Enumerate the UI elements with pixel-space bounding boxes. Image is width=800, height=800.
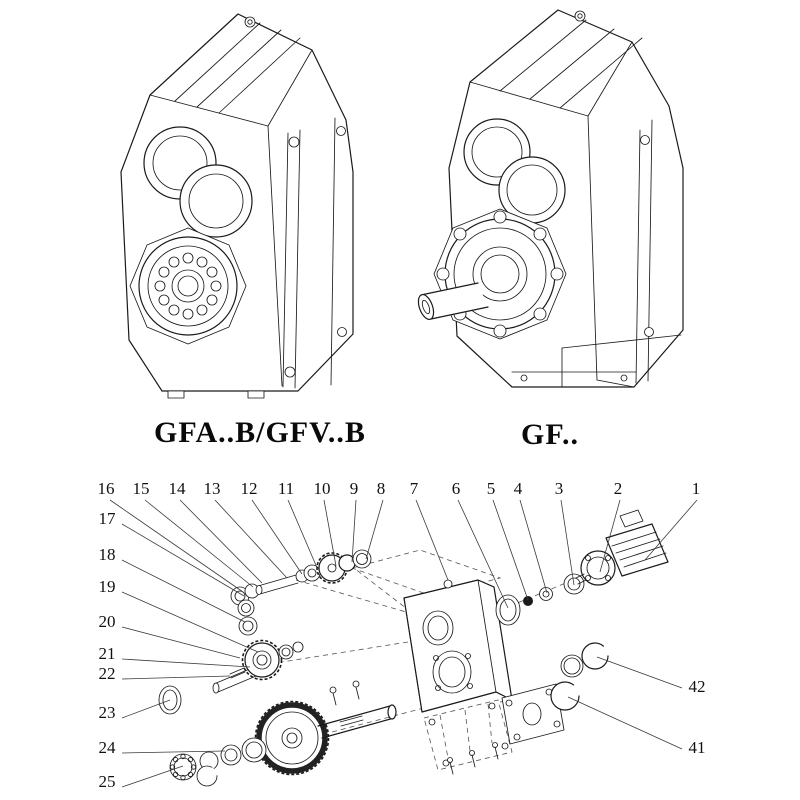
output-gear-parts (169, 680, 397, 787)
callout-20: 20 (99, 612, 116, 631)
callout-16: 16 (98, 479, 115, 498)
leader-lines (109, 499, 698, 788)
callout-22: 22 (99, 664, 116, 683)
exploded-parts-diagram: 16 15 14 13 12 11 10 9 8 7 6 5 4 3 2 1 1… (98, 479, 706, 791)
intermediate-gear-parts (158, 639, 304, 715)
callout-4: 4 (514, 479, 523, 498)
callout-18: 18 (99, 545, 116, 564)
model-caption-gf: GF.. (521, 418, 579, 451)
callout-13: 13 (204, 479, 221, 498)
callout-2: 2 (614, 479, 623, 498)
callout-11: 11 (278, 479, 294, 498)
callout-19: 19 (99, 577, 116, 596)
callout-3: 3 (555, 479, 564, 498)
seal-washer-parts (495, 573, 585, 626)
callout-5: 5 (487, 479, 496, 498)
gearbox-drawings (120, 9, 684, 399)
callout-12: 12 (241, 479, 258, 498)
callout-6: 6 (452, 479, 461, 498)
callout-41: 41 (689, 738, 706, 757)
callout-25: 25 (99, 772, 116, 791)
gearbox-drawing-gfab (120, 13, 354, 399)
housing (403, 579, 513, 713)
callout-9: 9 (350, 479, 359, 498)
callout-8: 8 (377, 479, 386, 498)
callout-21: 21 (99, 644, 116, 663)
retaining-rings (550, 642, 609, 711)
gasket-and-bolts (423, 699, 513, 775)
callout-24: 24 (99, 738, 117, 757)
gearbox-drawing-gf (417, 9, 684, 388)
callout-15: 15 (133, 479, 150, 498)
callout-17: 17 (99, 509, 117, 528)
callout-23: 23 (99, 703, 116, 722)
input-shaft-parts (230, 549, 372, 636)
callout-7: 7 (410, 479, 419, 498)
model-caption-gfab: GFA..B/GFV..B (154, 416, 366, 449)
callout-1: 1 (692, 479, 701, 498)
callout-10: 10 (314, 479, 331, 498)
motor (575, 509, 669, 586)
callout-14: 14 (169, 479, 187, 498)
callout-42: 42 (689, 677, 706, 696)
